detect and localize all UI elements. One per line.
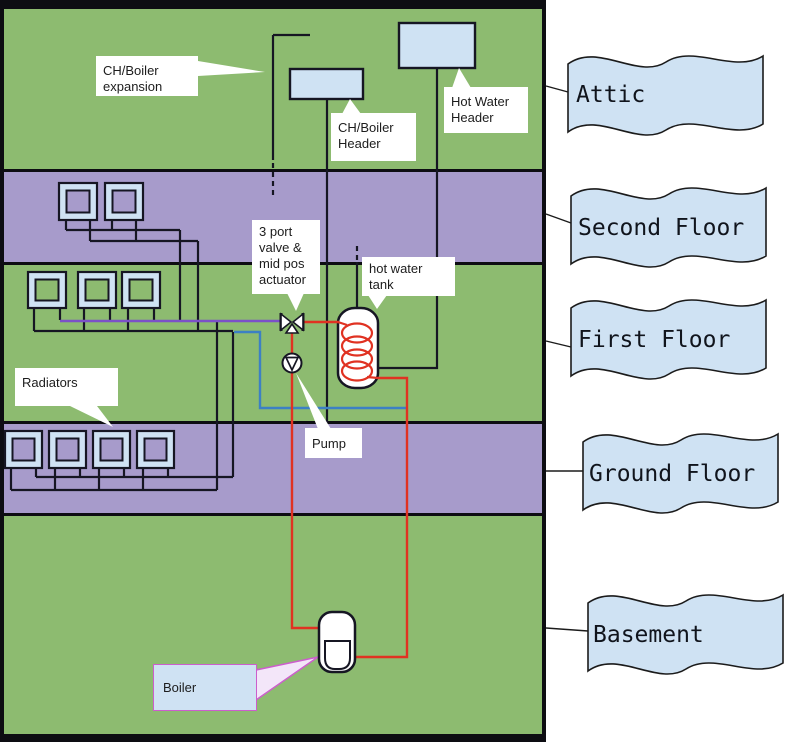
radiator (26, 270, 68, 310)
flag-first-floor (570, 298, 767, 380)
second-floor-circuit (64, 220, 200, 332)
floor-flags (545, 54, 784, 675)
valve-pointer (287, 293, 304, 311)
hot-water-tank (336, 306, 380, 390)
radiator (135, 429, 176, 470)
radiator (47, 429, 88, 470)
black-pipework (9, 33, 439, 492)
flag-connectors (545, 85, 589, 632)
callout-ch-header: CH/Boiler Header (331, 113, 416, 161)
three-port-valve (279, 312, 305, 334)
flag-label-basement: Basement (593, 622, 704, 648)
flag-attic (567, 54, 764, 136)
radiator (91, 429, 132, 470)
radiator (76, 270, 118, 310)
callout-ch-expansion: CH/Boiler expansion (96, 56, 198, 96)
expansion-pointer (198, 61, 265, 76)
flag-second-floor (570, 186, 767, 268)
pump-impeller-icon (284, 356, 300, 372)
blue-return-pipe (234, 330, 406, 410)
radiator (57, 181, 99, 222)
callout-three-port-valve: 3 port valve & mid pos actuator (252, 220, 320, 294)
basement-band (4, 516, 542, 734)
boiler-burner-icon (324, 640, 351, 670)
pump-pointer (296, 373, 331, 429)
flag-ground-floor (582, 432, 779, 514)
first-floor-circuit (32, 308, 233, 333)
tank-to-boiler-pipe (355, 376, 409, 659)
hot-water-header (397, 21, 477, 70)
red-primary-pipes (290, 320, 409, 659)
pump (281, 352, 303, 374)
tank-pointer (368, 295, 387, 309)
radiators-pointer (70, 406, 113, 427)
callout-boiler: Boiler (153, 664, 257, 711)
ch-header-pointer (342, 99, 361, 114)
tank-coil (337, 320, 379, 382)
flag-basement (587, 593, 784, 675)
radiator (3, 429, 44, 470)
flag-label-first-floor: First Floor (578, 327, 731, 353)
radiator (103, 181, 145, 222)
callout-radiators: Radiators (15, 368, 118, 406)
hw-header-pointer (452, 68, 471, 88)
floor-trunk-pipes (215, 322, 235, 490)
flag-label-attic: Attic (576, 82, 646, 108)
expansion-pipe (271, 33, 310, 160)
first-floor-radiators (26, 270, 162, 310)
ch-boiler-header (288, 67, 365, 101)
callout-pump: Pump (305, 428, 362, 458)
callout-hw-header: Hot Water Header (444, 87, 528, 133)
callout-hot-water-tank: hot water tank (362, 257, 455, 296)
ground-floor-circuit (9, 469, 233, 492)
flag-label-second-floor: Second Floor (578, 215, 745, 241)
callout-pointers (70, 61, 471, 429)
flag-label-ground-floor: Ground Floor (589, 461, 756, 487)
hw-header-drop-pipe (378, 68, 439, 370)
radiator (120, 270, 162, 310)
pump-to-boiler-pipe (290, 372, 319, 630)
second-floor-radiators (57, 181, 145, 222)
ground-floor-radiators (3, 429, 176, 470)
boiler (317, 610, 357, 674)
